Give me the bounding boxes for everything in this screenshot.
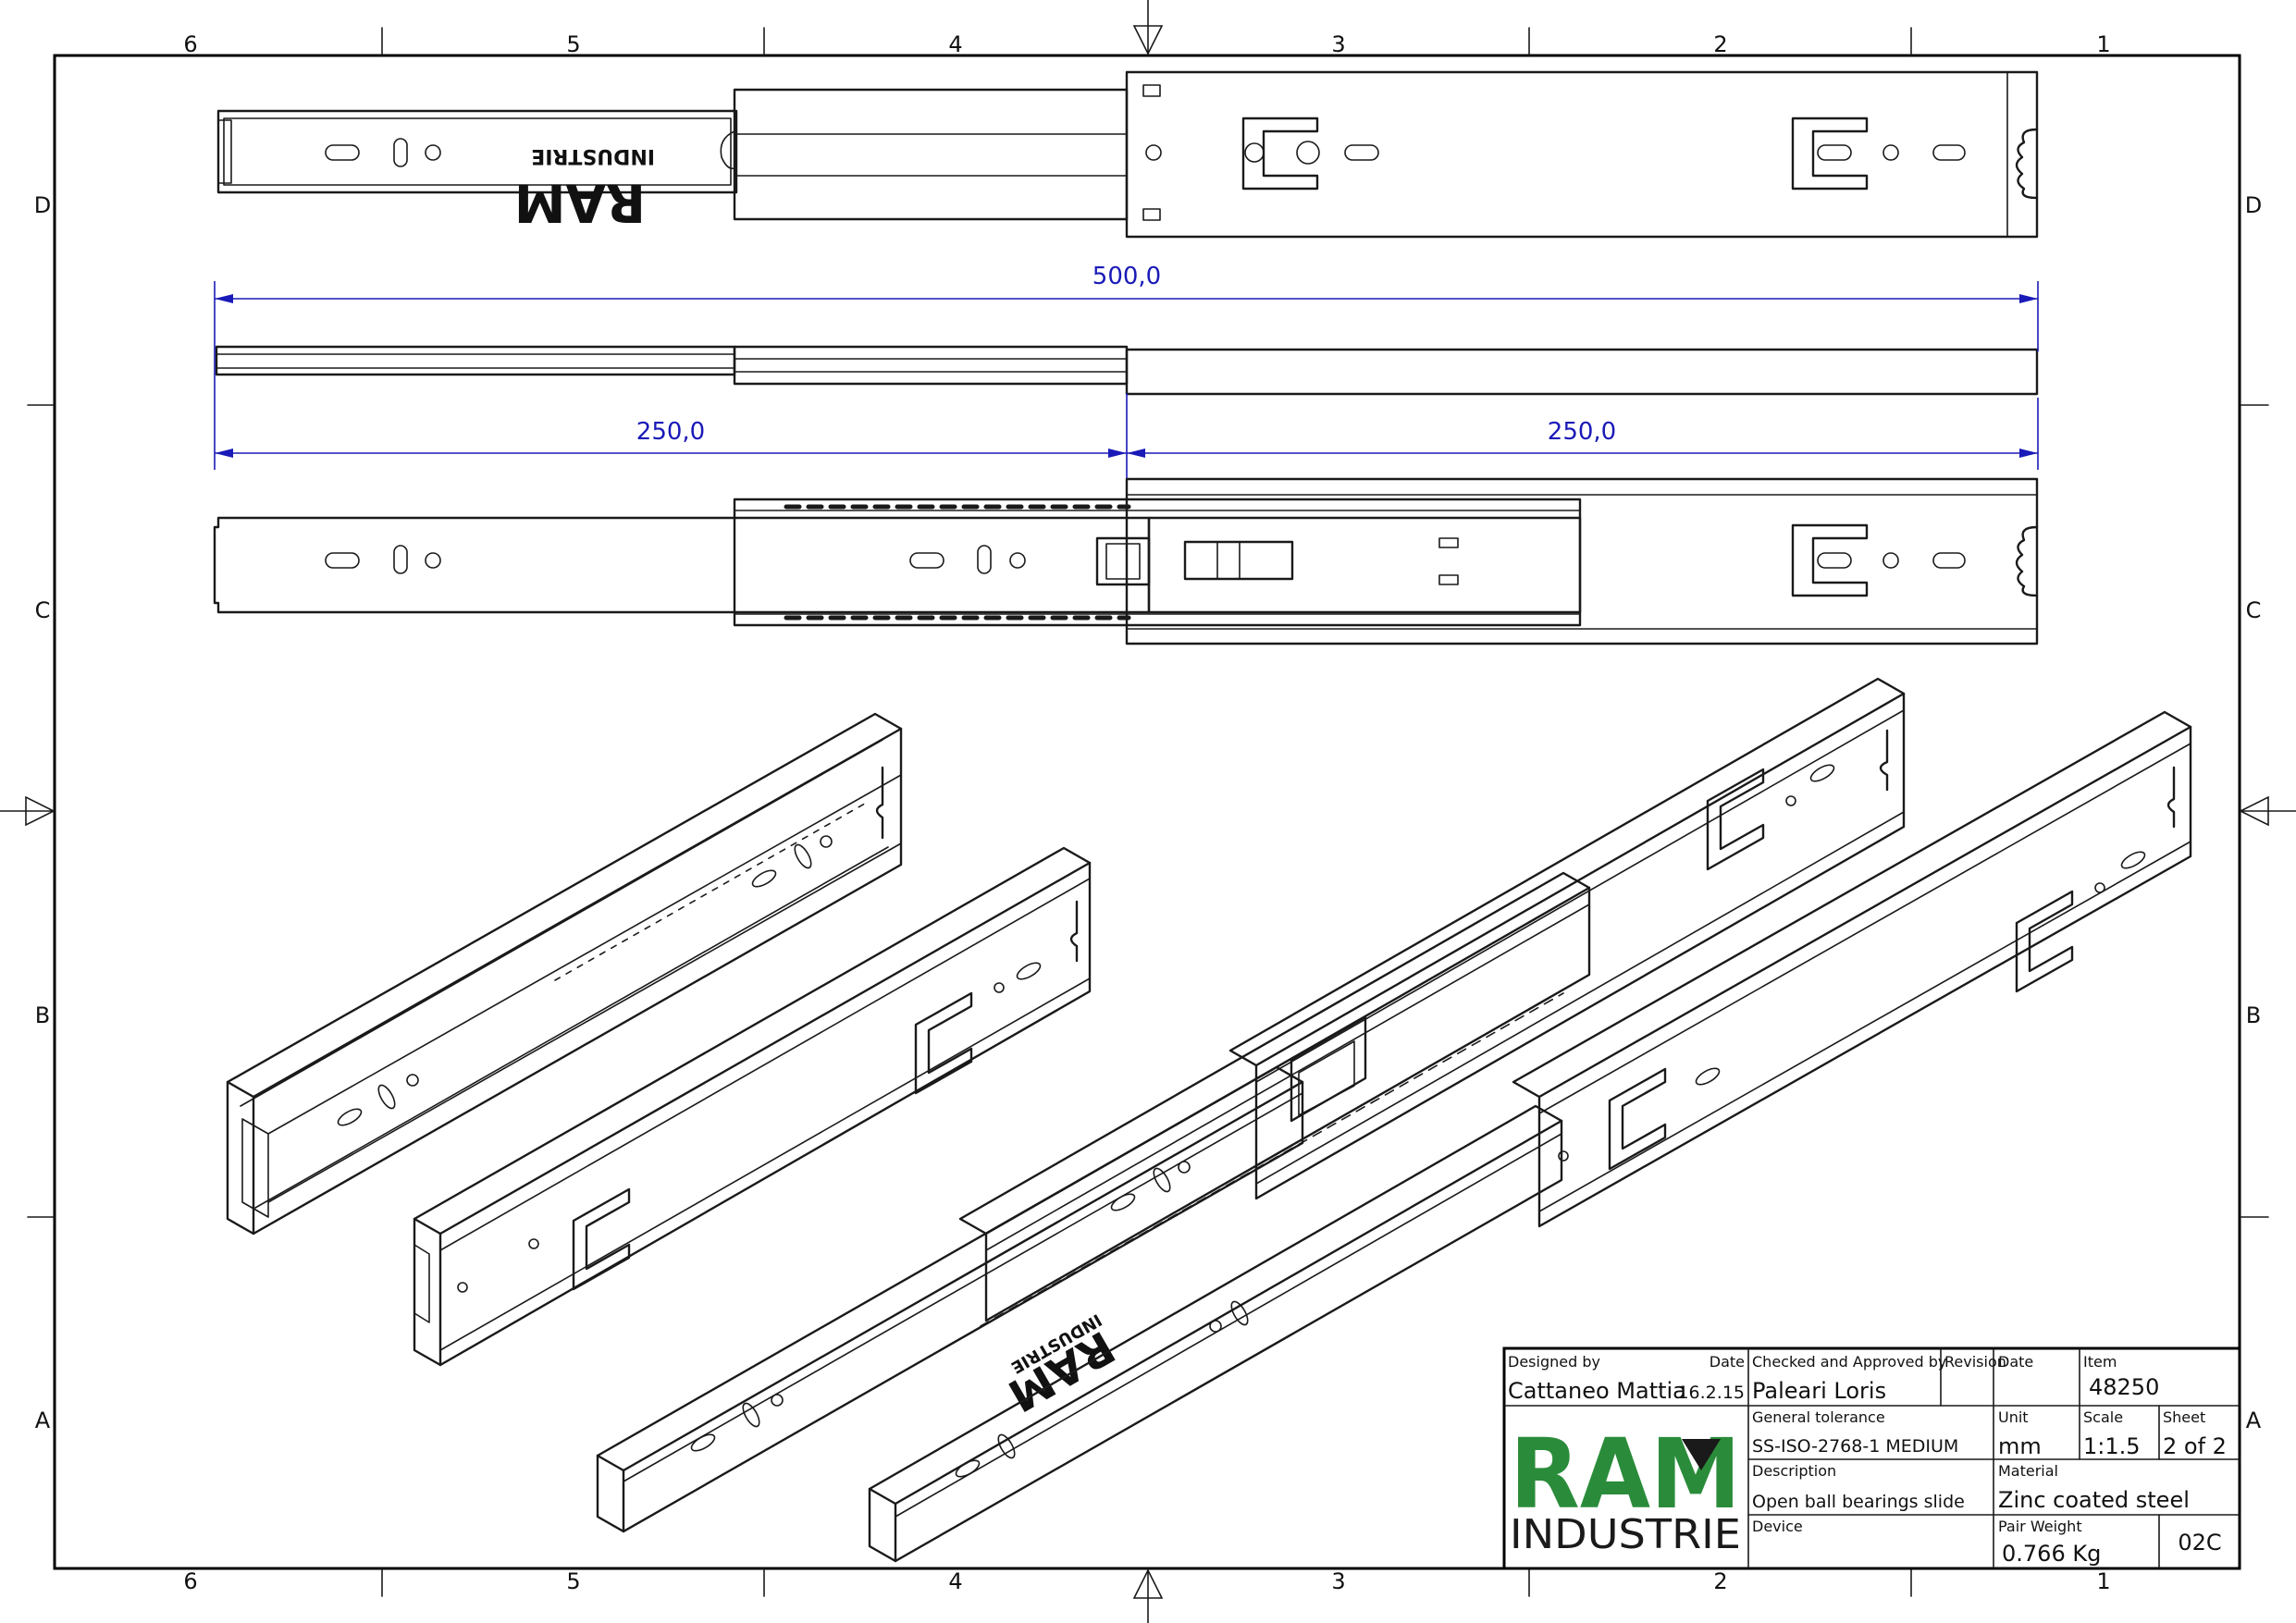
dim-500: 500,0 xyxy=(1092,263,1161,290)
zone-col-label: 4 xyxy=(948,1568,962,1594)
zone-row-label: D xyxy=(34,192,51,218)
pair-weight-label: Pair Weight xyxy=(1998,1518,2082,1535)
dimension-total-length: 500,0 xyxy=(214,263,2039,379)
unit: mm xyxy=(1998,1433,2042,1459)
zone-col-label: 1 xyxy=(2096,31,2110,57)
sheet-number: 2 of 2 xyxy=(2163,1433,2227,1459)
view-side-back xyxy=(213,477,2039,646)
drawing-code: 02C xyxy=(2178,1530,2221,1555)
zone-row-label: C xyxy=(35,597,51,623)
zone-col-label: 5 xyxy=(566,1568,580,1594)
view-top-profile xyxy=(215,345,2039,396)
tolerance-label: General tolerance xyxy=(1752,1408,1885,1426)
zone-col-label: 1 xyxy=(2096,1568,2110,1594)
iso-slide-closed-left xyxy=(226,712,903,1236)
zone-col-label: 5 xyxy=(566,31,580,57)
checked-by: Paleari Loris xyxy=(1752,1378,1886,1404)
center-mark-top xyxy=(1132,0,1164,56)
item-number: 48250 xyxy=(2089,1374,2159,1400)
zone-col-label: 6 xyxy=(183,1568,197,1594)
zone-col-label: 4 xyxy=(948,31,962,57)
center-mark-right xyxy=(2239,795,2296,827)
designed-by: Cattaneo Mattia xyxy=(1508,1378,1686,1404)
svg-text:RAM: RAM xyxy=(514,172,646,232)
sheet-label: Sheet xyxy=(2163,1408,2205,1426)
material-label: Material xyxy=(1998,1462,2058,1480)
zone-labels: 6 5 4 3 2 1 6 5 4 3 2 1 D C B A D C B A xyxy=(34,31,2262,1594)
date-label: Date xyxy=(1710,1353,1745,1371)
description-label: Description xyxy=(1752,1462,1836,1480)
ram-industrie-logo: RAM INDUSTRIE xyxy=(1510,1418,1741,1558)
zone-row-label: D xyxy=(2245,192,2262,218)
ram-industrie-marking: RAM INDUSTRIE xyxy=(514,144,655,232)
logo-ram: RAM xyxy=(1510,1418,1741,1531)
dim-250-right: 250,0 xyxy=(1548,418,1616,446)
description: Open ball bearings slide xyxy=(1752,1492,1965,1512)
zone-row-label: A xyxy=(2246,1408,2262,1433)
scale-label: Scale xyxy=(2083,1408,2123,1426)
center-mark-bottom xyxy=(1132,1568,1164,1623)
zone-row-label: B xyxy=(35,1002,50,1028)
logo-industrie: INDUSTRIE xyxy=(1510,1511,1741,1558)
revision-label: Revision xyxy=(1944,1353,2006,1371)
dimension-closed-length: 250,0 250,0 xyxy=(214,379,2039,481)
zone-col-label: 3 xyxy=(1331,1568,1345,1594)
zone-row-label: C xyxy=(2246,597,2262,623)
zone-col-label: 2 xyxy=(1713,1568,1727,1594)
zone-row-label: B xyxy=(2246,1002,2261,1028)
zone-col-label: 2 xyxy=(1713,31,1727,57)
designed-by-label: Designed by xyxy=(1508,1353,1600,1371)
design-date: 16.2.15 xyxy=(1677,1383,1745,1403)
title-block: Designed by Date Cattaneo Mattia 16.2.15… xyxy=(1502,1346,2241,1570)
center-mark-left xyxy=(0,795,56,827)
date-label-2: Date xyxy=(1998,1353,2033,1371)
zone-row-label: A xyxy=(35,1408,51,1433)
tolerance: SS-ISO-2768-1 MEDIUM xyxy=(1752,1436,1958,1457)
svg-text:INDUSTRIE: INDUSTRIE xyxy=(531,144,655,167)
item-label: Item xyxy=(2083,1353,2117,1371)
dim-250-left: 250,0 xyxy=(636,418,705,446)
zone-col-label: 3 xyxy=(1331,31,1345,57)
scale: 1:1.5 xyxy=(2083,1433,2141,1459)
checked-label: Checked and Approved by xyxy=(1752,1353,1946,1371)
zone-col-label: 6 xyxy=(183,31,197,57)
device-label: Device xyxy=(1752,1518,1803,1535)
view-side-extended: RAM INDUSTRIE xyxy=(216,70,2039,239)
material: Zinc coated steel xyxy=(1998,1487,2190,1513)
pair-weight: 0.766 Kg xyxy=(2002,1541,2101,1567)
iso-outer-member-left xyxy=(413,846,1092,1367)
unit-label: Unit xyxy=(1998,1408,2029,1426)
